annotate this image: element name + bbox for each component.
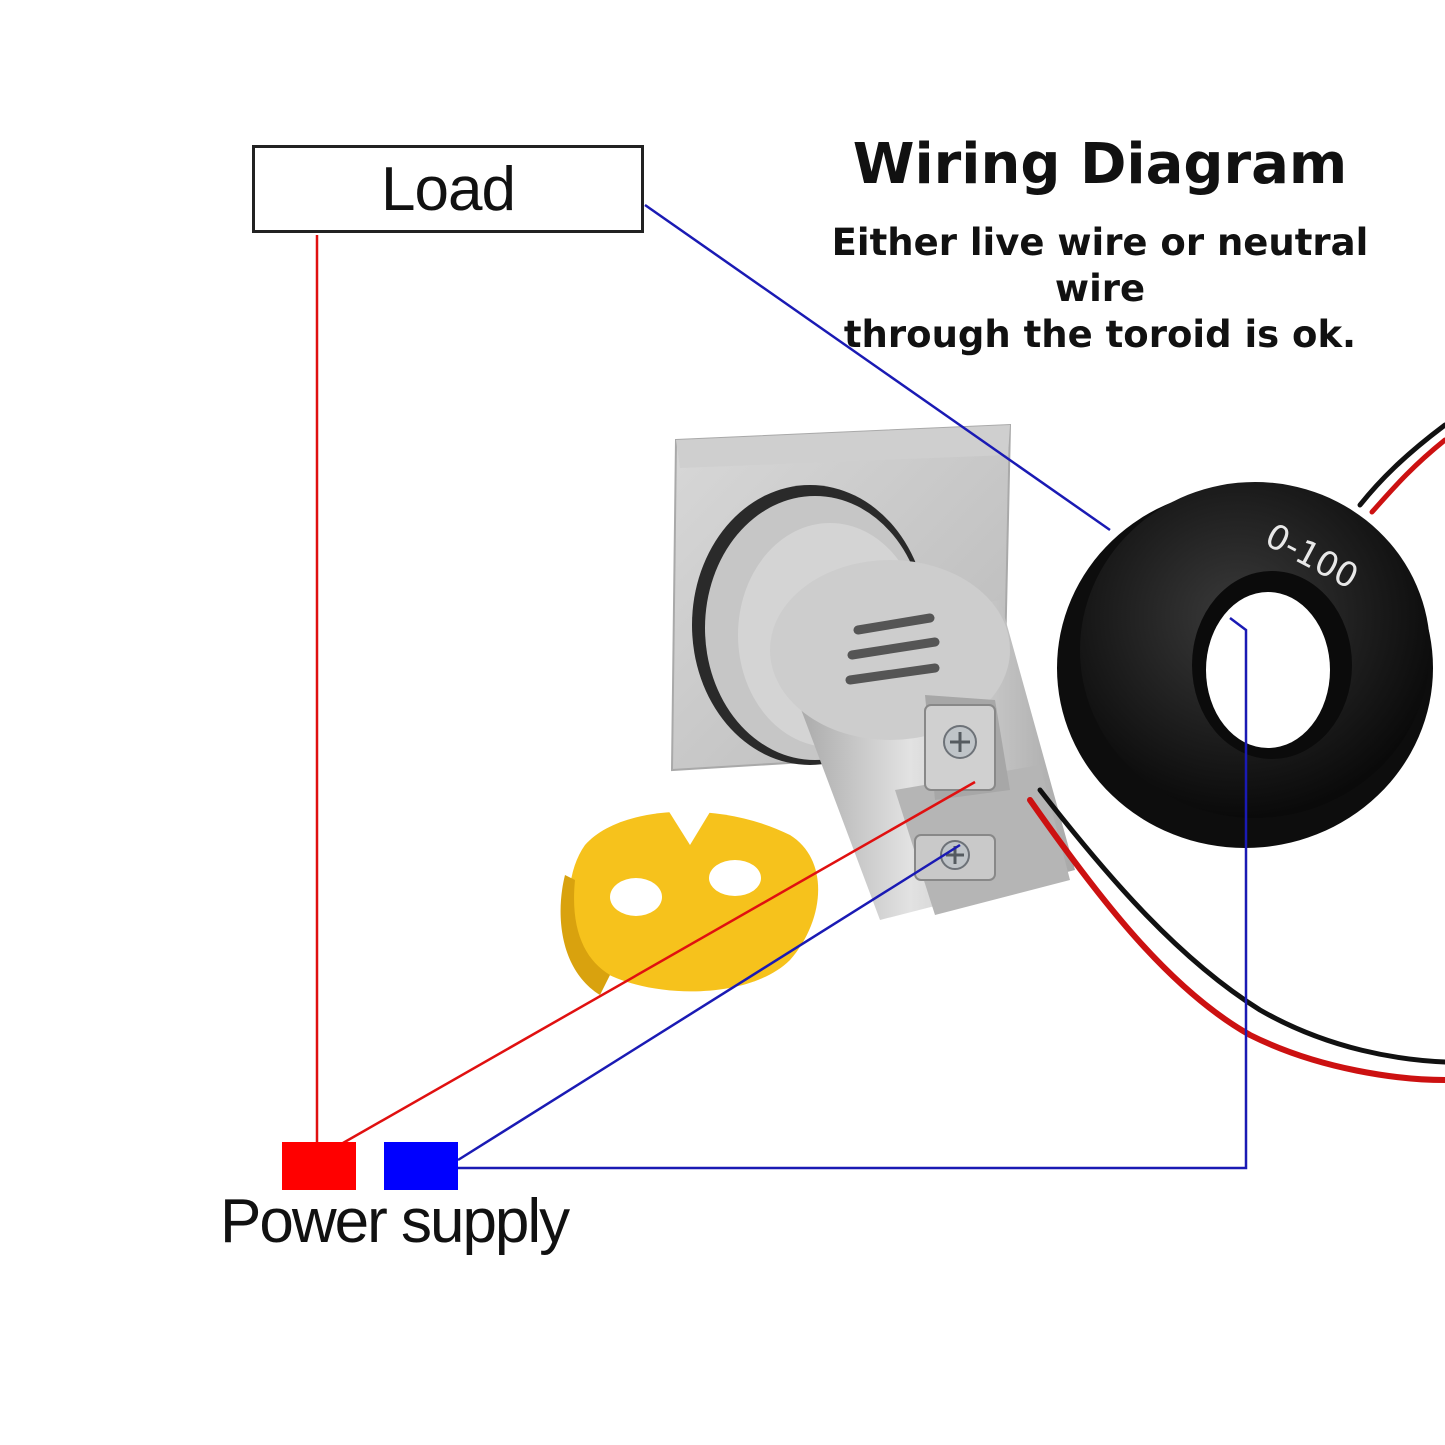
live-wire-meter <box>342 780 976 1145</box>
diagram-subtitle: Either live wire or neutral wire through… <box>790 220 1410 358</box>
neutral-wire-meter <box>457 843 961 1162</box>
subtitle-line-1: Either live wire or neutral wire <box>831 221 1369 310</box>
neutral-wire-load <box>644 203 1111 532</box>
neutral-wire-toroid-return <box>458 617 1248 1170</box>
load-box: Load <box>252 145 644 233</box>
diagram-wires <box>315 203 1248 1170</box>
subtitle-line-2: through the toroid is ok. <box>843 313 1357 356</box>
panel-meter <box>670 423 1075 920</box>
power-supply-label: Power supply <box>220 1187 570 1256</box>
ct-lead-wires <box>1027 422 1445 1083</box>
diagram-title: Wiring Diagram <box>852 132 1348 197</box>
meter-terminal-screws <box>914 704 996 881</box>
power-supply-live-terminal <box>282 1142 356 1190</box>
yellow-cover-cap <box>560 810 819 995</box>
power-supply-neutral-terminal <box>384 1142 458 1190</box>
load-label: Load <box>381 154 516 224</box>
